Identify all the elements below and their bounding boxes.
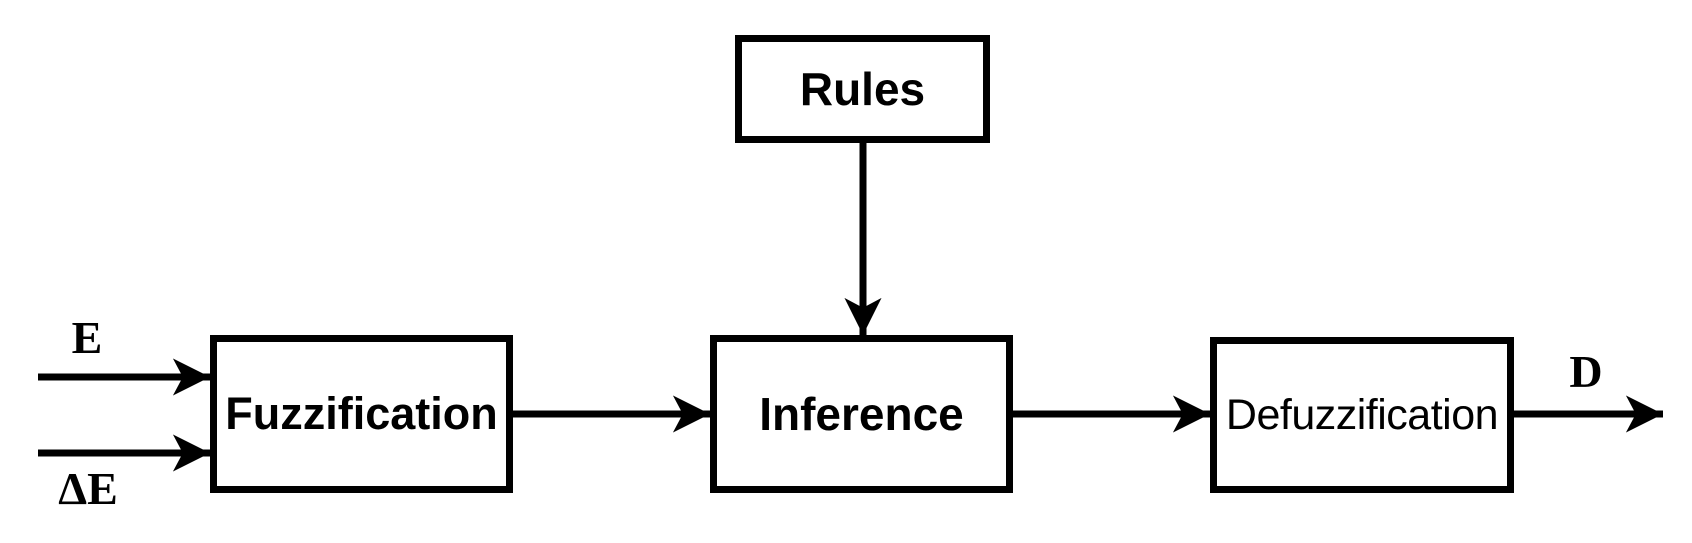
defuzzification-block: Defuzzification <box>1210 337 1514 493</box>
fuzzification-block-label: Fuzzification <box>225 388 498 439</box>
inference-block-label: Inference <box>759 388 964 440</box>
defuzzification-block-label: Defuzzification <box>1225 390 1499 439</box>
rules-block-label: Rules <box>799 63 926 115</box>
input-label-e: E <box>71 312 103 363</box>
input-label-delta-e: ΔE <box>58 463 118 514</box>
inference-block: Inference <box>710 335 1013 493</box>
output-label-d: D <box>1569 346 1603 397</box>
fuzzification-block: Fuzzification <box>210 335 513 493</box>
rules-block: Rules <box>735 35 990 143</box>
